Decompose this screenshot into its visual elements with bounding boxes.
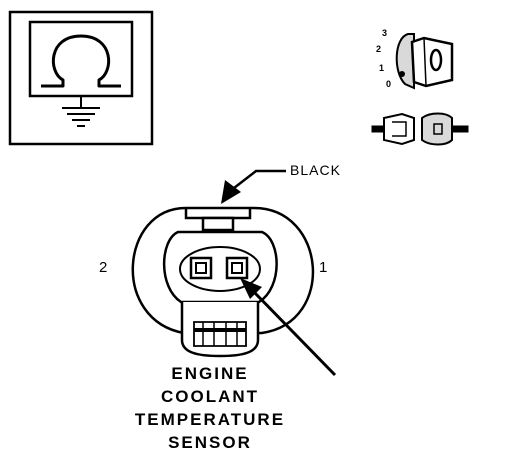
- wire-leader-arrow: [221, 169, 286, 204]
- switch-position-3: 3: [382, 28, 388, 38]
- pin-label-1: 1: [319, 259, 328, 276]
- ignition-key-icon: [395, 33, 454, 90]
- switch-position-2: 2: [376, 44, 382, 54]
- sensor-connector-face: [131, 206, 315, 358]
- component-name-line: COOLANT: [160, 387, 260, 406]
- wire-color-label: BLACK: [290, 162, 341, 178]
- probe-arrow: [240, 278, 337, 377]
- component-name-line: TEMPERATURE: [134, 410, 286, 429]
- component-name: ENGINE COOLANT TEMPERATURE SENSOR: [130, 362, 290, 454]
- switch-position-0: 0: [386, 79, 392, 89]
- cavity-1: [225, 256, 249, 280]
- switch-position-1: 1: [379, 63, 385, 73]
- pin-label-2: 2: [99, 259, 108, 276]
- connector-disconnect-icon: [371, 112, 469, 146]
- component-name-line: ENGINE: [171, 364, 249, 383]
- ohmmeter-icon: [8, 10, 154, 146]
- cavity-2: [189, 256, 213, 280]
- component-name-line: SENSOR: [168, 433, 252, 452]
